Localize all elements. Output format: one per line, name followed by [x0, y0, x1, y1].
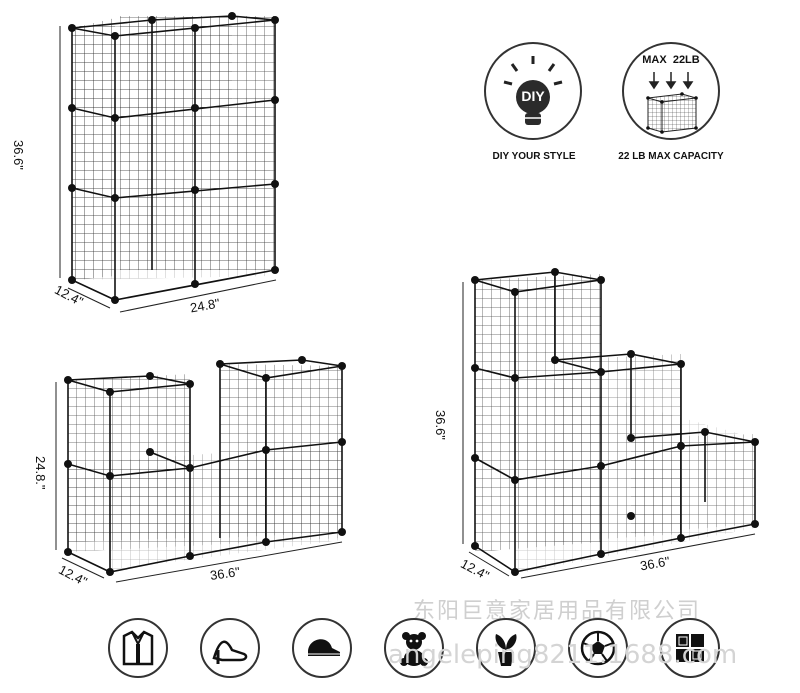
cube-unit-staircase: [462, 268, 759, 579]
cap-icon: [292, 618, 352, 678]
soccer-ball-icon: [568, 618, 628, 678]
shirt-icon: [108, 618, 168, 678]
cube-shelf-icon: [660, 618, 720, 678]
diy-icon-text: DIY: [521, 88, 545, 104]
height-label-c: 36.6": [433, 410, 448, 440]
cube-unit-step-left: [55, 356, 346, 583]
height-label-a: 36.6": [11, 140, 26, 170]
teddy-bear-icon: [384, 618, 444, 678]
capacity-header: MAX 22LB: [642, 54, 700, 66]
usage-icon-row: [108, 618, 720, 680]
mini-cube-arrows-icon: [646, 72, 698, 134]
capacity-caption: 22 LB MAX CAPACITY: [618, 151, 724, 162]
diy-caption: DIY YOUR STYLE: [492, 151, 576, 162]
site-watermark: angeleping8211.1688.com: [388, 640, 738, 670]
cube-unit-2x3: [59, 12, 279, 313]
capacity-badge: MAX 22LB: [622, 42, 720, 140]
lightbulb-icon: [503, 56, 563, 125]
potted-plant-icon: [476, 618, 536, 678]
diy-badge: DIY: [484, 42, 582, 140]
high-heel-icon: [200, 618, 260, 678]
height-label-b: 24.8.": [33, 456, 48, 490]
company-watermark: 东阳巨意家居用品有限公司: [413, 599, 702, 624]
